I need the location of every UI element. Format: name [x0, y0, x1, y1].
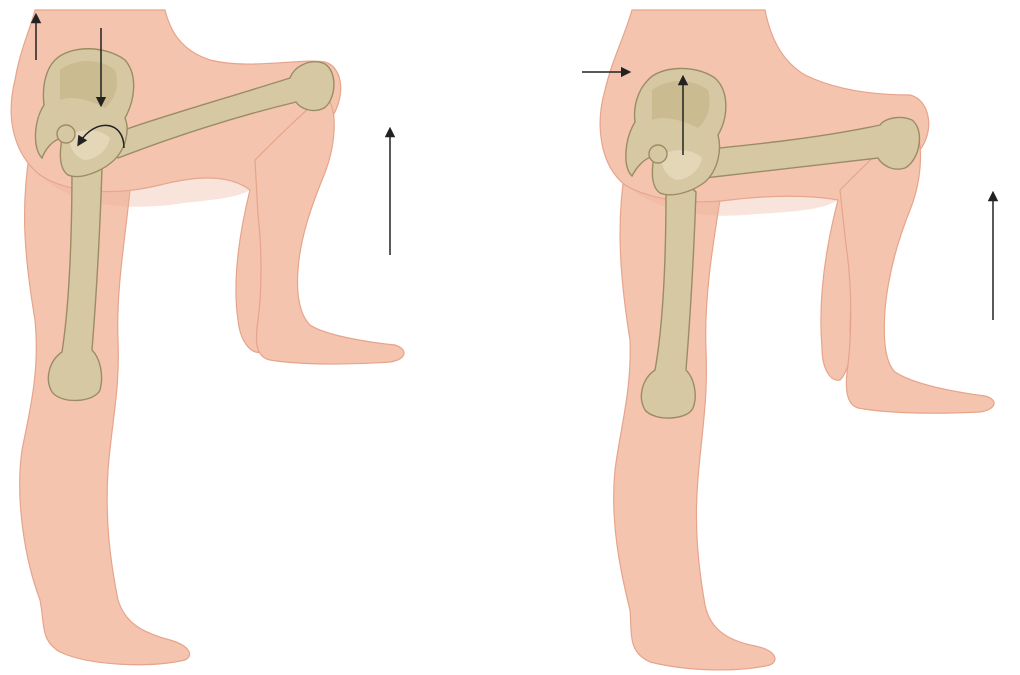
- left-standing-leg: [20, 150, 190, 665]
- left-panel: [11, 10, 404, 665]
- right-panel: [582, 10, 994, 670]
